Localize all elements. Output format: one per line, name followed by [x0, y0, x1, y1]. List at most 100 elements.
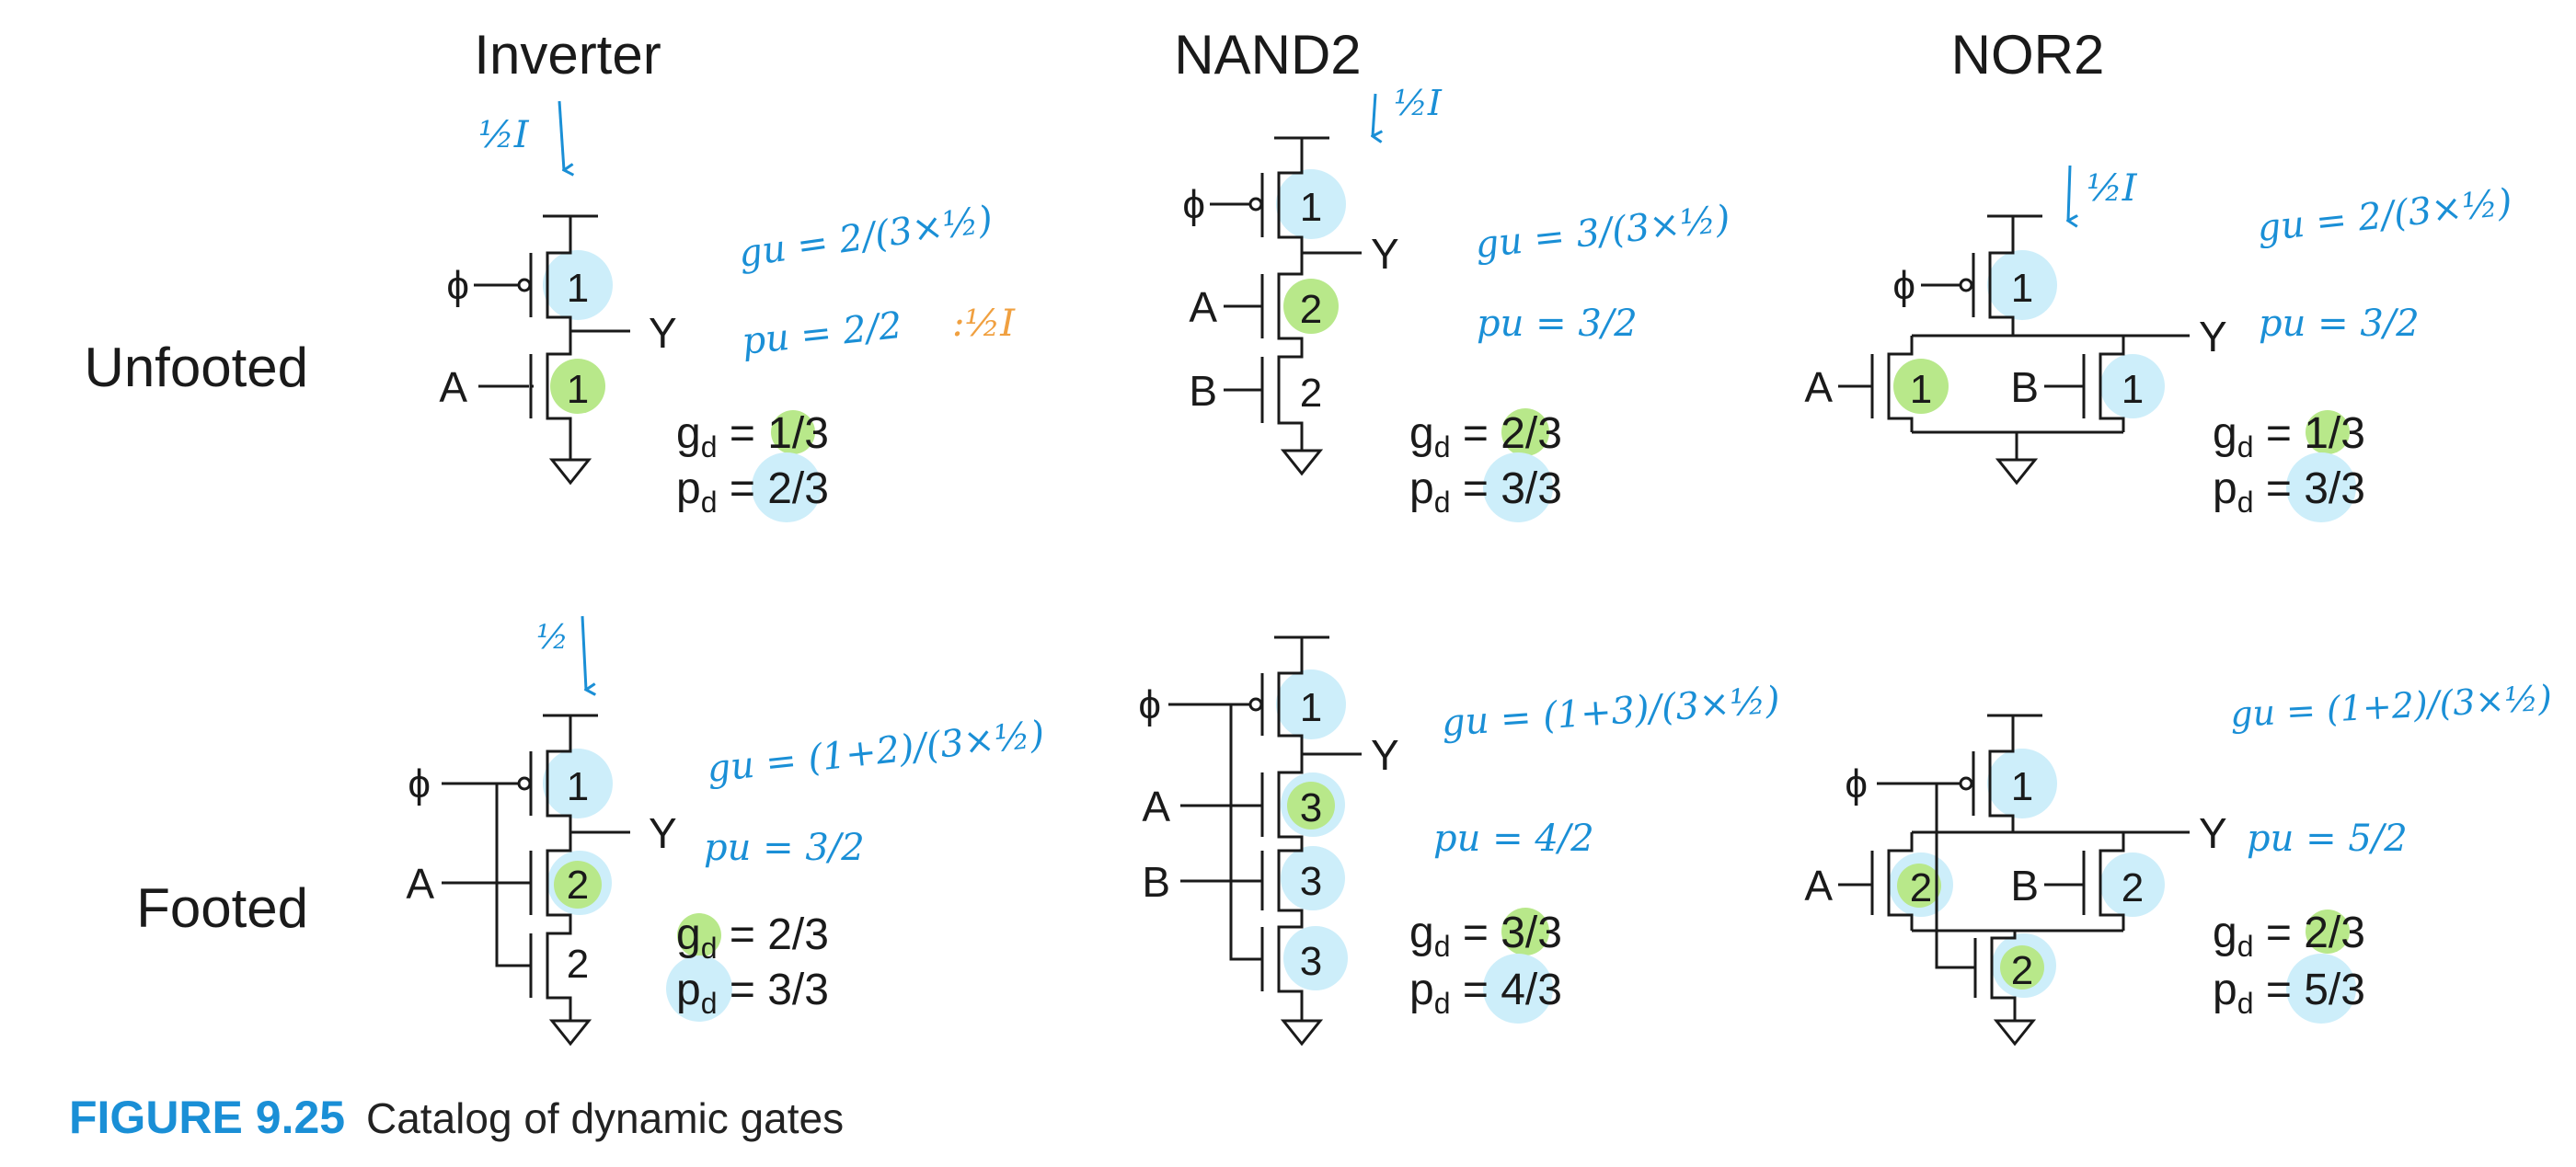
signal-phi: ϕ	[1138, 682, 1161, 727]
signal-phi: ϕ	[1182, 182, 1205, 227]
highlight-circle	[1893, 359, 1949, 414]
gu-annotation: gu = (1+2)/(3×½)	[705, 714, 1046, 791]
pd-value: pd = 3/3	[676, 966, 829, 1020]
highlight-circle	[1501, 408, 1549, 456]
highlight-circle	[1987, 250, 2057, 320]
current-arrow-icon	[558, 100, 564, 170]
figure-number: FIGURE 9.25	[69, 1092, 345, 1143]
signal-phi: ϕ	[1845, 761, 1868, 807]
highlight-circle	[1501, 908, 1549, 955]
transistor-size: 1	[1300, 685, 1322, 730]
transistor-size: 2	[1300, 287, 1322, 332]
pd-value: pd = 3/3	[1409, 464, 1562, 519]
pu-annotation: pu = 2/2	[740, 304, 904, 363]
nor2-footed-gate: 1 2 2 2 ϕ A B Y gd = 2/3 pd = 5/3 gu = (…	[1804, 678, 2553, 1047]
highlight-circle	[2286, 452, 2356, 522]
transistor-size: 1	[1300, 185, 1322, 230]
pu-annotation: pu = 3/2	[1477, 303, 1638, 345]
current-annotation: ½I	[478, 114, 530, 156]
inverter-unfooted-gate: 1 1 ϕ A Y gd = 1/3 pd = 2/3 gu = 2/(3×½)…	[439, 100, 1016, 522]
highlight-circle	[1283, 926, 1348, 990]
highlight-circle	[2000, 945, 2044, 990]
current-note-annotation: :½I	[952, 303, 1016, 345]
transistor-size: 2	[2122, 865, 2144, 910]
transistor-size: 1	[1910, 367, 1932, 412]
highlight-circle	[2100, 354, 2165, 418]
gu-annotation: gu = 3/(3×½)	[1473, 198, 1731, 267]
signal-phi: ϕ	[446, 263, 469, 308]
highlight-circle	[2306, 410, 2350, 454]
pd-value: pd = 3/3	[2213, 464, 2365, 519]
highlight-circle	[543, 250, 613, 320]
current-annotation: ½I	[2087, 167, 2138, 210]
gd-value: gd = 1/3	[676, 409, 829, 463]
transistor-size: 3	[1300, 859, 1322, 904]
signal-a: A	[1804, 862, 1833, 910]
gd-value: gd = 2/3	[2213, 909, 2365, 963]
signal-b: B	[1142, 858, 1170, 906]
transistor-size: 2	[1910, 865, 1932, 910]
transistor-size: 1	[2122, 367, 2144, 412]
highlight-circle	[752, 452, 822, 522]
column-header-nor2: NOR2	[1951, 24, 2105, 86]
highlight-circle	[771, 410, 815, 454]
highlight-circle	[2286, 954, 2356, 1024]
column-header-inverter: Inverter	[474, 24, 661, 86]
current-arrow-icon	[581, 615, 586, 690]
signal-a: A	[406, 860, 434, 908]
pu-annotation: pu = 4/2	[1433, 818, 1594, 860]
gu-annotation: gu = (1+2)/(3×½)	[2229, 678, 2553, 735]
transistor-size: 3	[1300, 785, 1322, 830]
column-header-nand2: NAND2	[1174, 24, 1361, 86]
figure-caption: Catalog of dynamic gates	[366, 1094, 844, 1142]
inverter-footed-gate: 1 2 2 ϕ A Y gd = 2/3 pd = 3/3 gu = (1+2)…	[406, 615, 1046, 1047]
highlight-circle	[1287, 782, 1335, 829]
highlight-circle	[1483, 452, 1553, 522]
pu-annotation: pu = 3/2	[2259, 303, 2420, 345]
highlight-circle	[677, 913, 721, 957]
transistor-size: 1	[2011, 266, 2033, 311]
signal-y: Y	[649, 809, 677, 857]
transistor-size: 1	[567, 764, 589, 809]
highlight-circle	[543, 749, 613, 818]
highlight-circle	[1283, 279, 1339, 334]
signal-a: A	[439, 363, 467, 411]
current-arrow-icon	[1373, 93, 1375, 136]
gu-annotation: gu = 2/(3×½)	[736, 199, 995, 276]
gd-value: gd = 2/3	[676, 910, 829, 965]
transistor-size: 1	[567, 266, 589, 311]
highlight-circle	[1276, 169, 1346, 239]
signal-phi: ϕ	[408, 761, 431, 807]
highlight-circle	[666, 955, 732, 1022]
signal-a: A	[1189, 283, 1217, 331]
transistor-size: 3	[1300, 939, 1322, 984]
current-annotation: ½	[536, 619, 569, 657]
transistor-size: 2	[567, 942, 589, 987]
highlight-circle	[1276, 669, 1346, 739]
signal-y: Y	[1371, 230, 1399, 278]
nor2-unfooted-gate: 1 1 1 ϕ A B Y gd = 1/3 pd = 3/3 gu = 2/(…	[1804, 165, 2514, 522]
signal-y: Y	[2199, 313, 2227, 360]
nand2-unfooted-gate: 1 2 2 ϕ A B Y gd = 2/3 pd = 3/3 gu = 3/(…	[1182, 83, 1732, 522]
signal-b: B	[1189, 367, 1217, 415]
transistor-size: 2	[2011, 948, 2033, 993]
highlight-circle	[1483, 954, 1553, 1024]
gd-value: gd = 2/3	[1409, 409, 1562, 463]
signal-y: Y	[1371, 731, 1399, 779]
highlight-circle	[1897, 864, 1941, 908]
highlight-circle	[2306, 910, 2350, 954]
pu-annotation: pu = 5/2	[2247, 818, 2408, 860]
transistor-size: 2	[567, 863, 589, 908]
transistor-size: 1	[567, 367, 589, 412]
highlight-circle	[1987, 749, 2057, 818]
signal-b: B	[2010, 363, 2039, 411]
pu-annotation: pu = 3/2	[704, 827, 865, 869]
signal-b: B	[2010, 862, 2039, 910]
pd-value: pd = 5/3	[2213, 966, 2365, 1020]
signal-y: Y	[649, 309, 677, 357]
row-header-unfooted: Unfooted	[84, 337, 308, 398]
pd-value: pd = 4/3	[1409, 966, 1562, 1020]
current-annotation: ½I	[1394, 83, 1443, 123]
row-header-footed: Footed	[136, 877, 308, 939]
transistor-size: 1	[2011, 764, 2033, 809]
